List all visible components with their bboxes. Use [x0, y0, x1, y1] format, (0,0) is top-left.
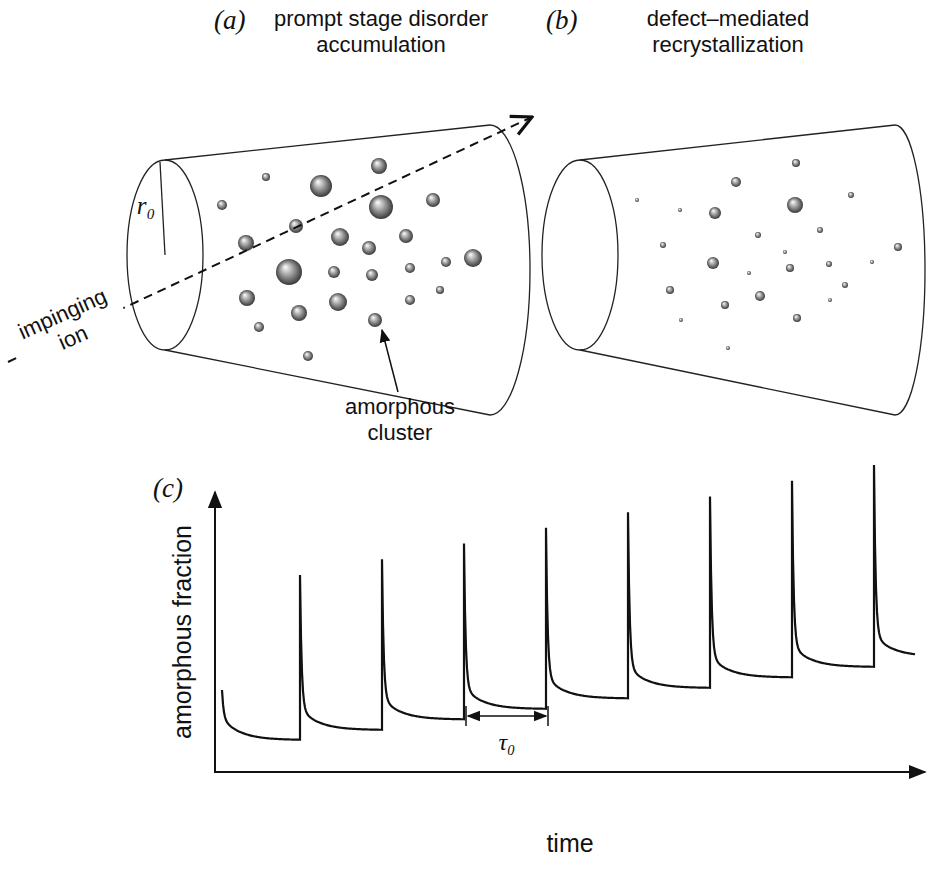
cluster-sphere	[254, 322, 264, 332]
cluster-sphere	[755, 291, 765, 301]
cluster-sphere	[793, 314, 801, 322]
cluster-sphere	[405, 263, 415, 273]
cluster-sphere	[362, 241, 376, 255]
cylinder-b	[542, 125, 925, 415]
cluster-sphere	[792, 159, 800, 167]
cluster-sphere	[441, 257, 451, 267]
cluster-sphere	[262, 173, 270, 181]
cluster-sphere	[828, 298, 832, 302]
cylinder-panel: (a) prompt stage disorder accumulation	[118, 0, 558, 440]
x-axis	[214, 771, 925, 773]
cluster-sphere	[870, 260, 874, 264]
cluster-sphere	[635, 198, 639, 202]
cluster-sphere	[303, 351, 313, 361]
ion-label: impinging ion	[4, 278, 131, 373]
panel-heading: defect–mediated recrystallization	[618, 6, 838, 59]
cluster-sphere	[731, 177, 741, 187]
cluster-sphere	[369, 195, 393, 219]
cluster-sphere	[405, 295, 415, 305]
panel-tag: (c)	[153, 472, 183, 504]
cluster-sphere	[786, 264, 794, 272]
axis-title: time	[546, 828, 593, 858]
radius-line	[160, 162, 165, 255]
cluster-sphere	[755, 232, 761, 238]
radius-symbol: r₀	[137, 191, 155, 221]
cluster-sphere	[366, 269, 378, 281]
cluster-sphere	[842, 282, 848, 288]
cluster-sphere	[894, 243, 902, 251]
cluster-sphere	[826, 261, 832, 267]
cluster-sphere	[371, 158, 387, 174]
panel-tag: (a)	[214, 4, 245, 36]
amorphous-clusters	[217, 158, 482, 361]
cluster-sphere	[707, 257, 719, 269]
leader-line	[382, 330, 398, 392]
cluster-sphere	[787, 197, 803, 213]
cluster-sphere	[678, 208, 682, 212]
cluster-sphere	[464, 249, 482, 267]
cylinder-a	[127, 125, 530, 415]
cluster-sphere	[239, 290, 255, 306]
cluster-sphere	[726, 346, 730, 350]
cluster-sphere	[291, 305, 307, 321]
cluster-sphere	[331, 228, 349, 246]
panel-tag: (b)	[546, 4, 577, 36]
y-axis	[214, 492, 216, 772]
cluster-sphere	[747, 271, 751, 275]
period-symbol: τ₀	[499, 728, 516, 757]
cluster-sphere	[276, 259, 302, 285]
period-marker	[466, 706, 548, 726]
amorphous-fraction-curve	[222, 465, 915, 740]
axis-title: amorphous fraction	[167, 525, 197, 739]
cluster-sphere	[310, 175, 332, 197]
cluster-sphere	[238, 235, 254, 251]
cluster-sphere	[368, 313, 382, 327]
panel-heading: prompt stage disorder accumulation	[256, 6, 506, 59]
cluster-sphere	[399, 229, 413, 243]
cluster-sphere	[679, 318, 683, 322]
cluster-sphere	[817, 227, 823, 233]
small-clusters	[635, 159, 902, 350]
cluster-sphere	[660, 242, 666, 248]
cluster-label: amorphous cluster	[340, 394, 460, 447]
cluster-sphere	[721, 301, 729, 309]
cluster-sphere	[329, 293, 347, 311]
cluster-sphere	[426, 193, 440, 207]
cluster-sphere	[848, 192, 854, 198]
cylinder-panel: (b) defect–mediated recrystallization	[520, 0, 932, 440]
cluster-sphere	[666, 286, 674, 294]
cluster-sphere	[709, 207, 721, 219]
cluster-sphere	[783, 250, 787, 254]
cluster-sphere	[217, 200, 227, 210]
cluster-sphere	[436, 286, 444, 294]
cluster-sphere	[328, 266, 340, 278]
